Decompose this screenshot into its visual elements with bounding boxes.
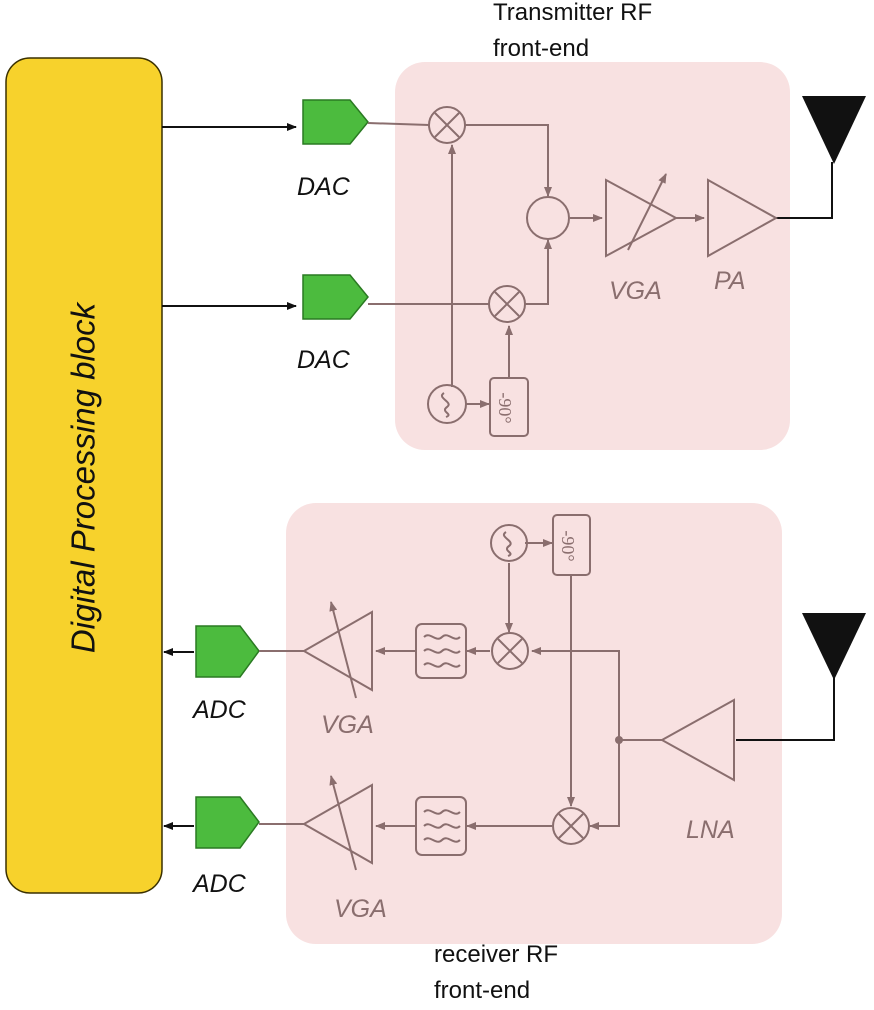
rx-split-node bbox=[615, 736, 623, 744]
transmitter-title: Transmitter RF front-end bbox=[493, 0, 652, 67]
tx-mixer-2 bbox=[488, 285, 526, 323]
tx-vga-label: VGA bbox=[609, 277, 662, 305]
tx-vga bbox=[605, 173, 679, 258]
tx-antenna-icon bbox=[802, 96, 866, 164]
rx-filter-1 bbox=[415, 623, 467, 679]
rx-vga-2 bbox=[301, 775, 373, 871]
rx-antenna-icon bbox=[802, 613, 866, 680]
node-to-mixer2-line bbox=[589, 740, 620, 830]
rx-phase-label: -90° bbox=[558, 530, 578, 561]
transmitter-title-line2: front-end bbox=[493, 35, 590, 62]
tx-mixer-1 bbox=[428, 106, 466, 144]
dac-2 bbox=[302, 274, 369, 320]
receiver-title-line2: front-end bbox=[434, 977, 531, 1004]
node-to-mixer1-line bbox=[531, 647, 620, 740]
receiver-panel bbox=[286, 503, 782, 944]
rx-mixer-1 bbox=[491, 632, 529, 670]
rx-filter-2 bbox=[415, 796, 467, 856]
adc-1 bbox=[195, 625, 260, 678]
antenna-to-lna-line bbox=[736, 678, 835, 741]
rx-vga-1 bbox=[301, 601, 373, 699]
adc-2-label: ADC bbox=[193, 870, 246, 898]
rx-lna bbox=[659, 698, 735, 782]
digital-block-label: Digital Processing block bbox=[65, 301, 102, 653]
tx-pa-label: PA bbox=[714, 267, 746, 295]
tx-summer bbox=[526, 196, 570, 240]
rx-mixer-2 bbox=[552, 807, 590, 845]
adc-2 bbox=[195, 796, 260, 849]
receiver-title: receiver RF front-end bbox=[434, 937, 558, 1009]
tx-pa bbox=[707, 178, 779, 258]
digital-processing-block bbox=[5, 57, 163, 894]
transmitter-title-line1: Transmitter RF bbox=[493, 0, 653, 26]
tx-oscillator-icon bbox=[427, 384, 467, 424]
rx-vga-2-label: VGA bbox=[334, 895, 387, 923]
transmitter-panel bbox=[395, 62, 790, 450]
tx-phase-shifter bbox=[489, 377, 529, 437]
dac-2-label: DAC bbox=[297, 346, 350, 374]
adc-1-label: ADC bbox=[193, 696, 246, 724]
rx-vga-1-label: VGA bbox=[321, 711, 374, 739]
dac1-to-mixer1-line bbox=[367, 122, 430, 126]
pa-to-antenna-line bbox=[776, 162, 833, 219]
rx-oscillator-icon bbox=[490, 524, 528, 562]
receiver-title-line1: receiver RF bbox=[434, 941, 559, 968]
tx-phase-label: -90° bbox=[495, 392, 515, 423]
dac-1 bbox=[302, 99, 369, 145]
mixer1-to-summer-line bbox=[465, 124, 552, 197]
rx-lna-label: LNA bbox=[686, 816, 735, 844]
rx-phase-shifter bbox=[552, 514, 591, 576]
dac-1-label: DAC bbox=[297, 173, 350, 201]
mixer2-to-summer-line bbox=[525, 239, 552, 305]
